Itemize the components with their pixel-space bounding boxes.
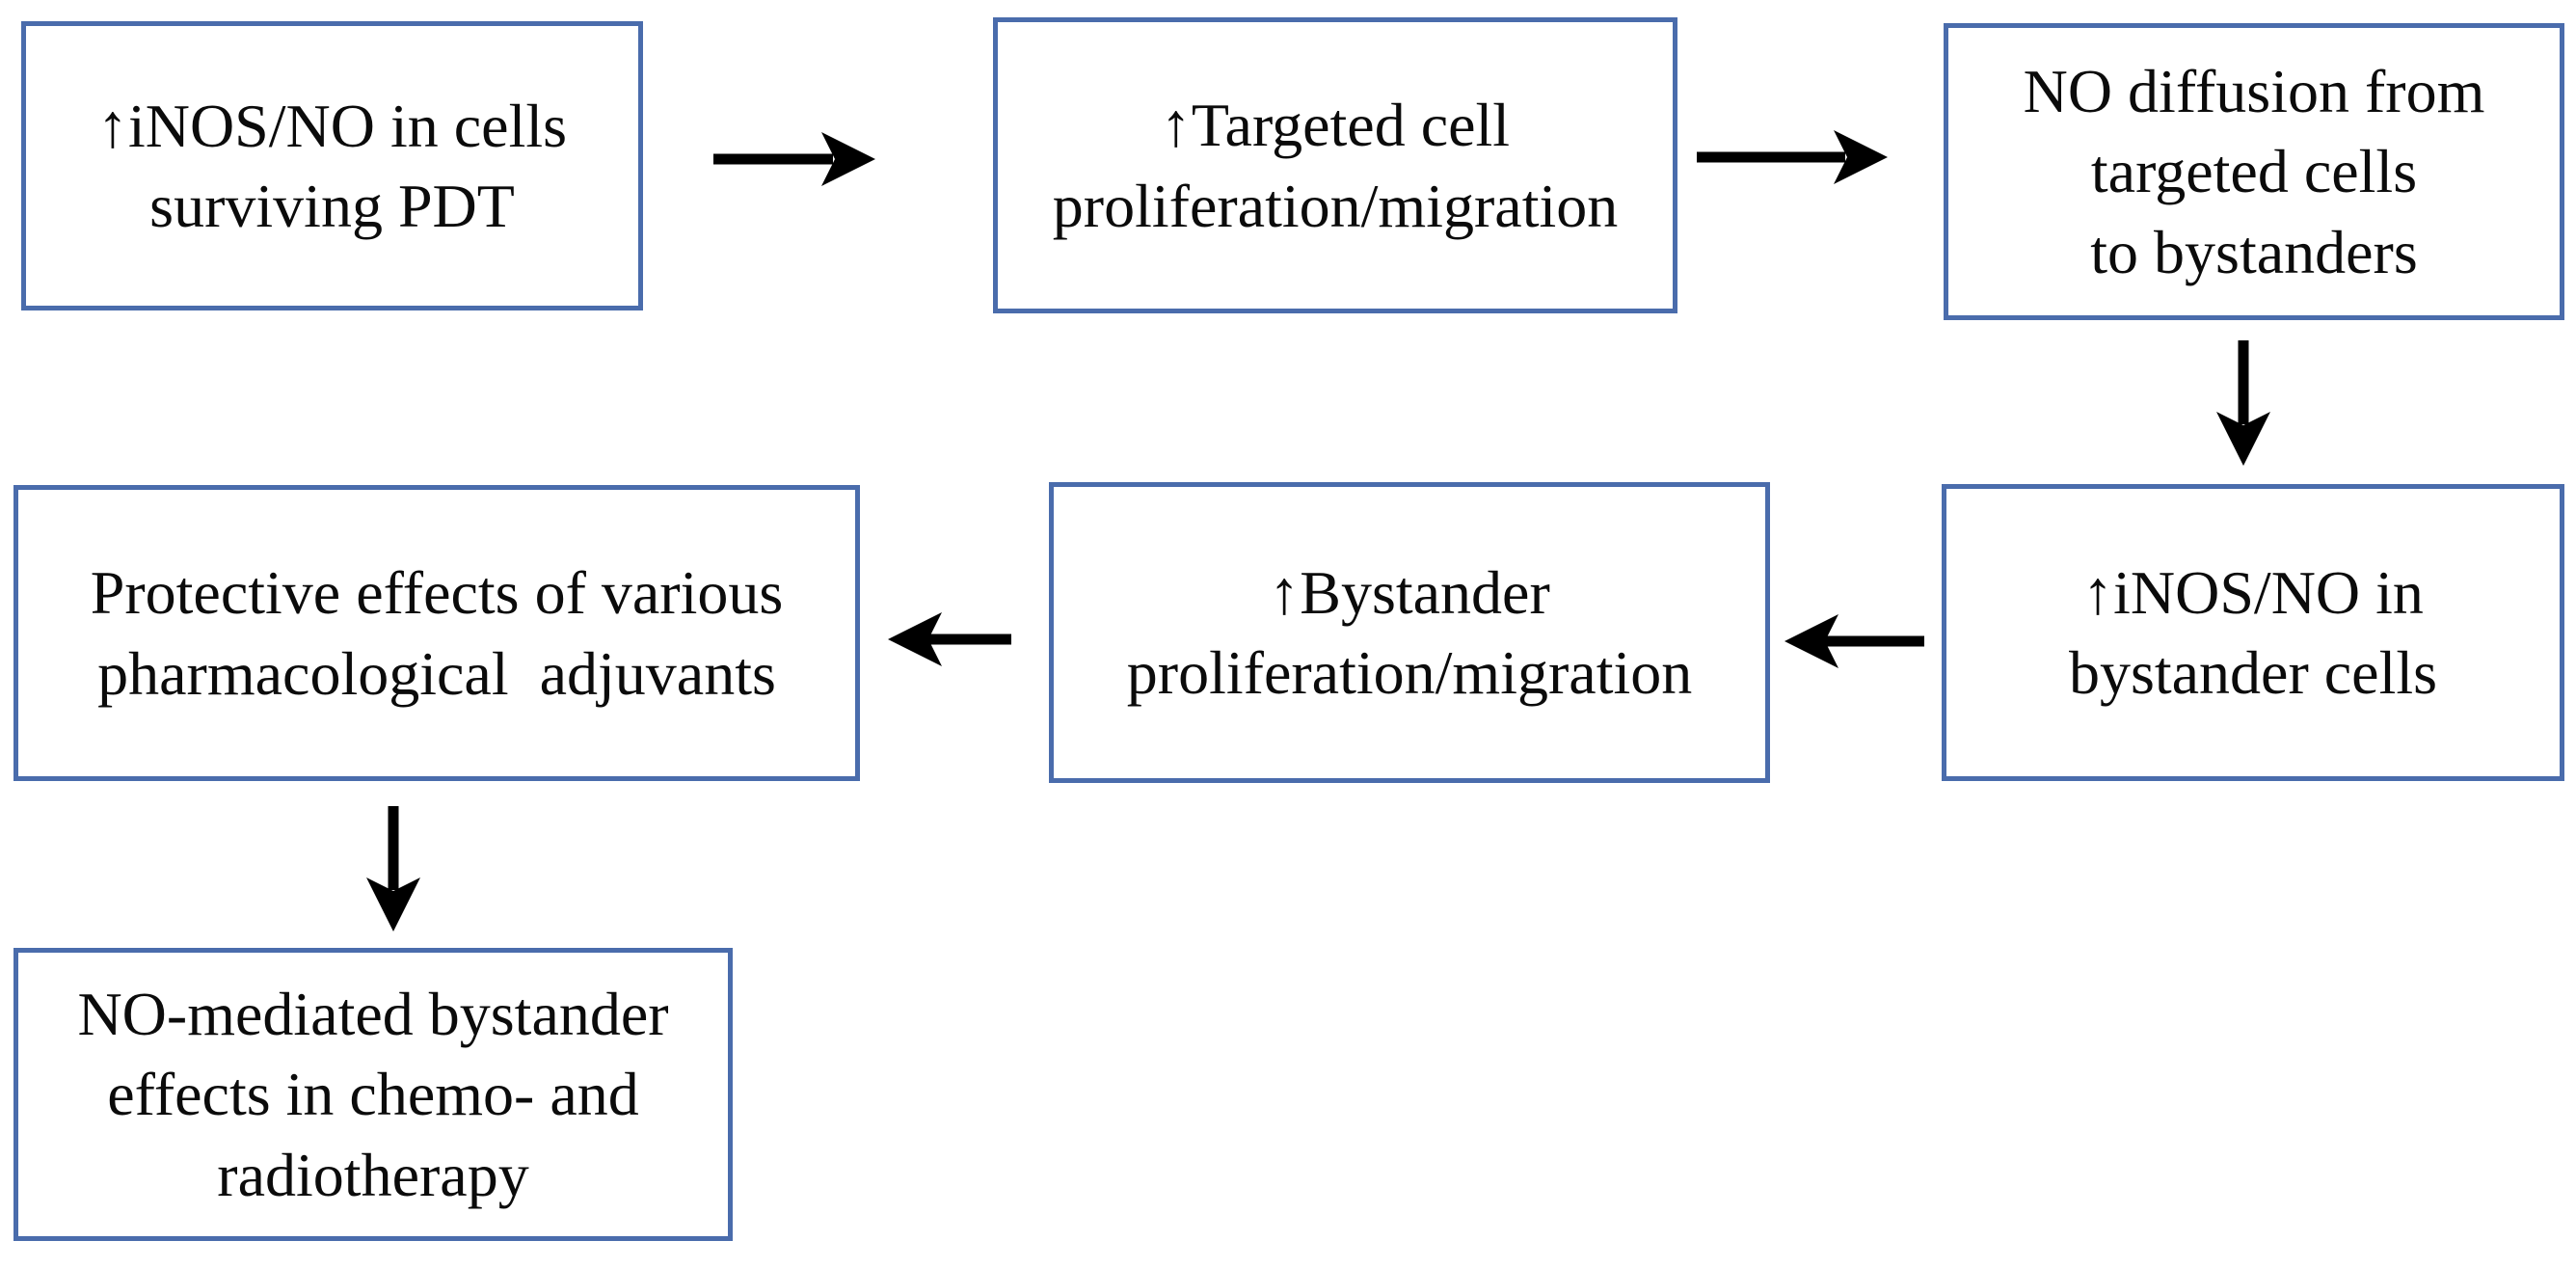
box-no-mediated-chemo-radio: NO-mediated bystander effects in chemo- … <box>13 948 733 1241</box>
left-arrow-icon-bystander-inos-to-proliferation <box>1782 607 1928 675</box>
down-arrow-icon-diffusion-to-bystander-inos <box>2210 337 2277 469</box>
right-arrow-icon-surviving-to-targeted <box>710 125 878 193</box>
box-protective-adjuvants: Protective effects of various pharmacolo… <box>13 485 860 781</box>
left-arrow-icon-proliferation-to-adjuvants <box>885 606 1015 673</box>
box-inos-no-bystander-cells: ↑iNOS/NO in bystander cells <box>1942 484 2564 781</box>
box-inos-no-surviving-pdt: ↑iNOS/NO in cells surviving PDT <box>21 21 643 310</box>
right-arrow-icon-targeted-to-diffusion <box>1693 123 1891 191</box>
down-arrow-icon-adjuvants-to-chemo-radio <box>360 803 427 934</box>
box-no-diffusion-to-bystanders: NO diffusion from targeted cells to byst… <box>1944 23 2564 320</box>
box-bystander-proliferation: ↑Bystander proliferation/migration <box>1049 482 1770 783</box>
box-targeted-cell-proliferation: ↑Targeted cell proliferation/migration <box>993 17 1677 313</box>
